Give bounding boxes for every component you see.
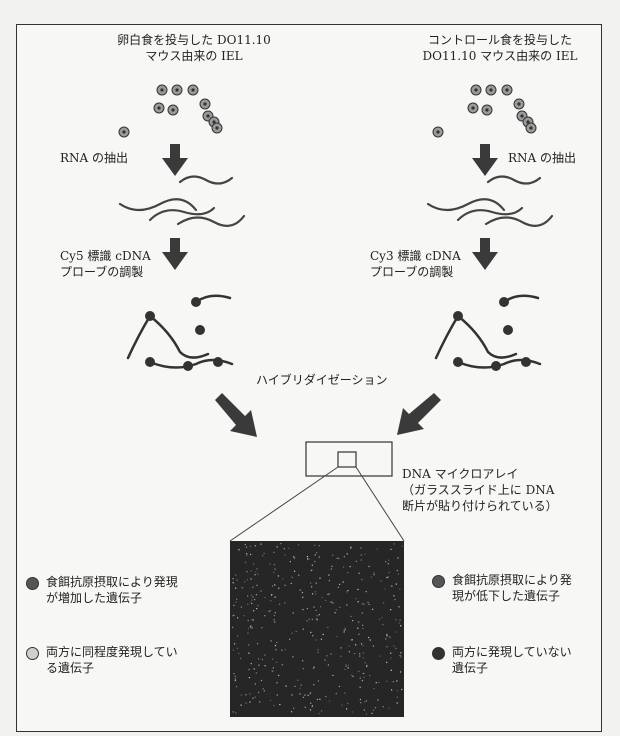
iel-cells-left xyxy=(118,84,223,138)
labeled-probes-left xyxy=(126,294,234,369)
iel-cells-right xyxy=(432,84,537,138)
microarray-scan xyxy=(230,541,404,717)
rna-strands-left xyxy=(118,175,246,227)
legend-equal-label: 両方に同程度発現している遺伝子 xyxy=(46,645,178,675)
bullet-increased-icon xyxy=(26,577,39,590)
legend-decreased-label: 食餌抗原摂取により発現が低下した遺伝子 xyxy=(452,573,572,603)
arrow-down-icon xyxy=(162,144,188,176)
legend-not-expressed-label: 両方に発現していない遺伝子 xyxy=(452,645,572,675)
arrow-diagonal-right-icon xyxy=(397,393,441,435)
legend-increased-label: 食餌抗原摂取により発現が増加した遺伝子 xyxy=(46,575,178,605)
bullet-not-expressed-icon xyxy=(432,647,445,660)
labeled-probes-right-dyes xyxy=(453,297,531,371)
right-rna-extraction-label: RNA の抽出 xyxy=(508,151,577,165)
labeled-probes-right xyxy=(434,294,542,369)
hybridization-label: ハイブリダイゼーション xyxy=(256,373,388,387)
bullet-equal-icon xyxy=(26,647,39,660)
rna-strands-right xyxy=(426,175,554,227)
bullet-decreased-icon xyxy=(432,575,445,588)
array-spot xyxy=(337,451,357,468)
arrow-diagonal-left-icon xyxy=(215,393,257,437)
arrow-down-icon xyxy=(472,144,498,176)
left-rna-extraction-label: RNA の抽出 xyxy=(60,151,129,165)
arrow-down-icon xyxy=(162,238,188,270)
labeled-probes-left-dyes xyxy=(145,297,223,371)
glass-slide xyxy=(305,441,393,477)
arrow-down-icon xyxy=(472,238,498,270)
microarray-spots xyxy=(232,543,403,715)
